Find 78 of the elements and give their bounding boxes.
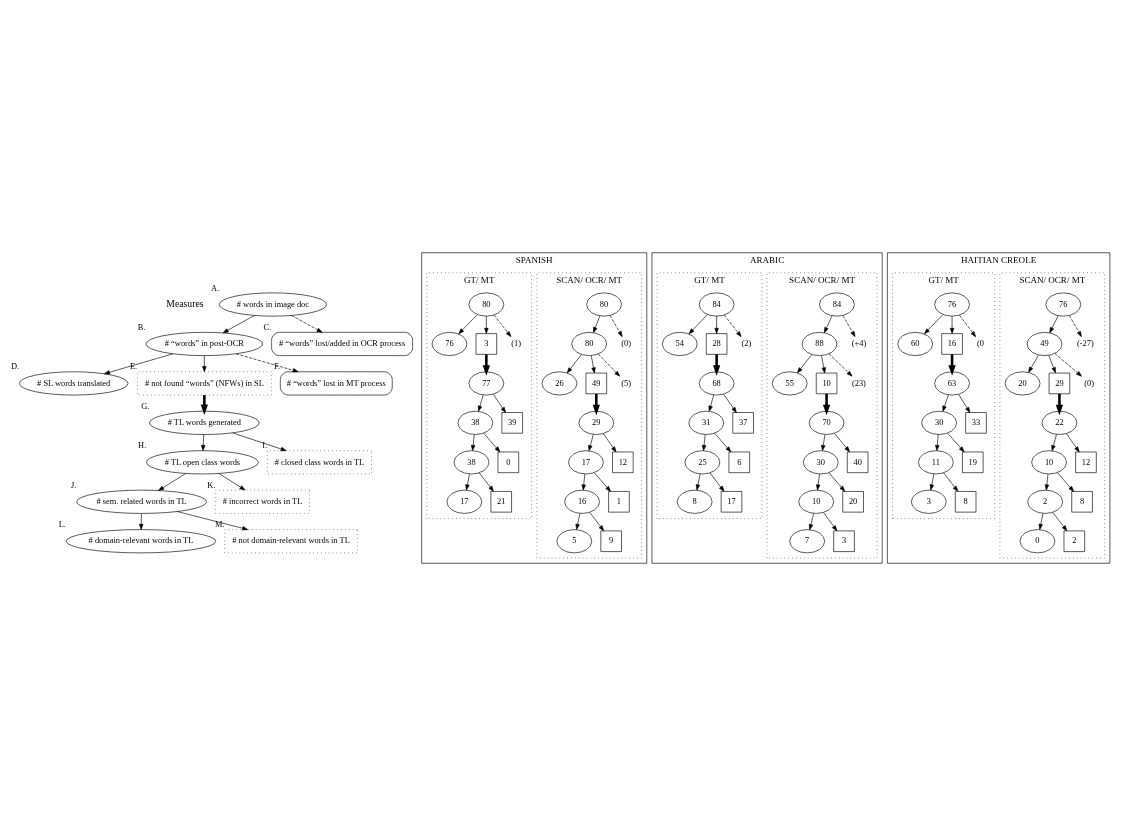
label: Measures [166, 297, 204, 309]
arrow [808, 513, 814, 531]
arrow [465, 473, 470, 491]
arrow [816, 473, 821, 491]
arrow [593, 472, 611, 492]
arrow [1028, 354, 1039, 373]
arrow [575, 513, 581, 530]
arrow [958, 393, 971, 413]
arrow [1055, 393, 1064, 416]
arrow [291, 315, 323, 333]
arrow [823, 512, 838, 532]
arrow [924, 314, 944, 335]
arrow [821, 434, 826, 451]
arrow [477, 394, 484, 412]
arrow [1054, 353, 1082, 377]
arrow [588, 434, 594, 451]
arrow [688, 314, 708, 335]
arrow [590, 355, 596, 374]
arrow [566, 354, 582, 374]
arrow [202, 355, 207, 372]
arrow [482, 354, 490, 376]
arrow [695, 473, 701, 491]
arrow [492, 393, 506, 413]
arrow [1052, 512, 1068, 532]
arrow [484, 315, 489, 334]
arrow [222, 315, 255, 334]
arrow [478, 472, 494, 492]
arrow [824, 315, 833, 334]
arrow [581, 473, 586, 491]
arrow [713, 354, 721, 376]
arrow [592, 393, 600, 416]
arrow [828, 353, 853, 377]
arrow [929, 473, 935, 491]
arrow [603, 433, 617, 453]
arrow [714, 315, 719, 334]
arrow [483, 432, 501, 453]
arrow [200, 395, 208, 415]
arrow [822, 393, 831, 416]
arrow [458, 314, 478, 335]
arrow [201, 434, 206, 451]
arrow [943, 472, 959, 492]
arrow [1057, 472, 1074, 492]
arrow [1044, 473, 1049, 491]
arrow [942, 394, 949, 412]
arrow [593, 315, 601, 333]
arrow [709, 472, 725, 492]
arrow [158, 473, 186, 491]
arrow [1069, 315, 1082, 337]
arrow [947, 432, 965, 453]
arrow [104, 353, 174, 375]
arrow [493, 314, 512, 337]
arrow [1066, 433, 1080, 453]
arrow [598, 353, 621, 377]
arrow [935, 434, 940, 451]
arrow [471, 434, 476, 451]
arrow [232, 432, 287, 452]
arrow [959, 314, 976, 338]
arrow [176, 511, 249, 531]
arrow [834, 433, 850, 453]
arrow [589, 512, 605, 532]
arrow [949, 315, 955, 334]
arrow [1049, 315, 1059, 334]
arrow [842, 315, 856, 337]
arrow [714, 432, 732, 453]
arrow [609, 315, 623, 337]
arrow [797, 354, 813, 374]
arrow [701, 434, 707, 451]
arrow [821, 355, 826, 374]
arrow [218, 473, 246, 491]
arrow [828, 472, 846, 492]
arrow [708, 394, 714, 412]
arrow [235, 353, 299, 373]
arrow [1051, 434, 1057, 451]
arrow [723, 393, 737, 413]
arrow [1038, 513, 1044, 530]
arrow [1048, 355, 1056, 374]
arrow [723, 314, 742, 337]
arrow [139, 513, 144, 530]
